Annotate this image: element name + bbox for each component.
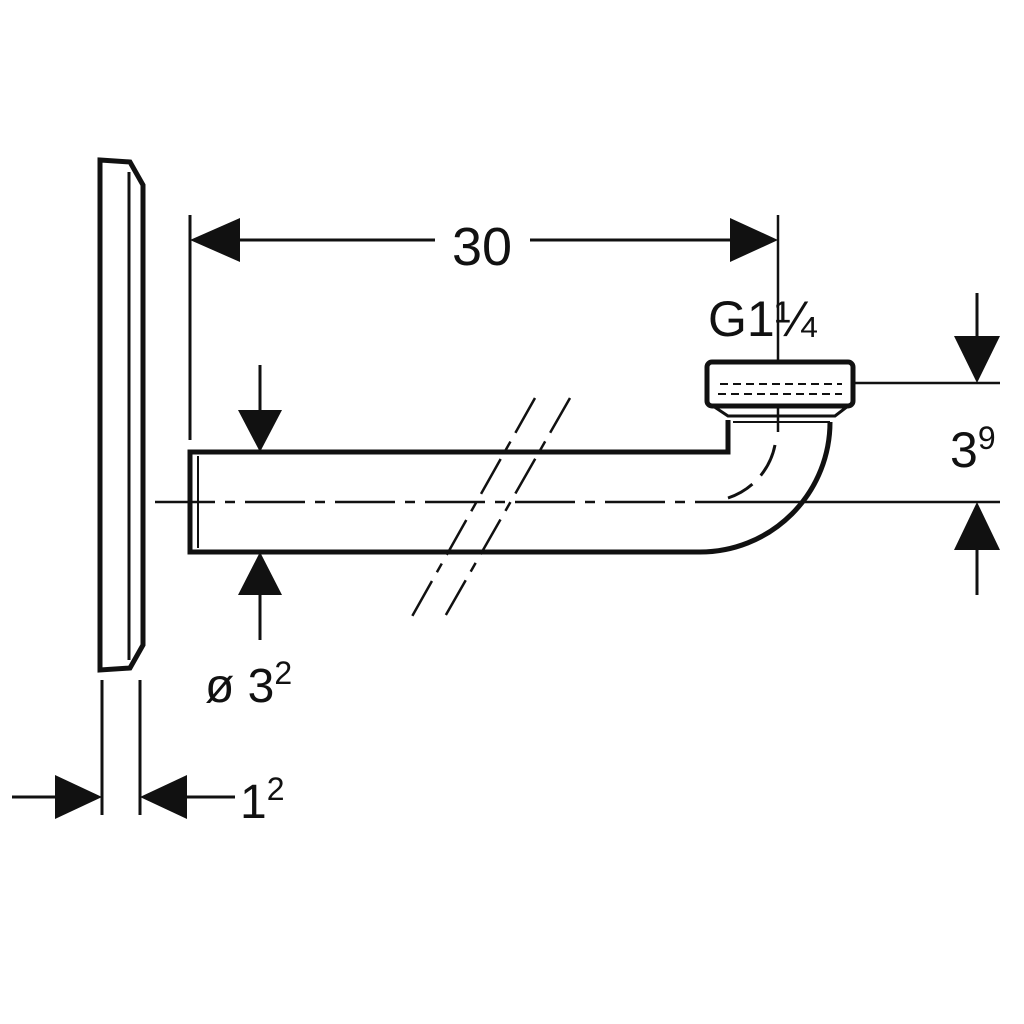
arrowhead-left-icon: [190, 218, 240, 262]
height-sup: 9: [978, 420, 996, 456]
diameter-base: ø 3: [205, 660, 274, 713]
arrowhead-right-icon: [730, 218, 778, 262]
height-base: 3: [950, 422, 978, 478]
height-dimension-label: 39: [950, 420, 996, 478]
bend-inner-hidden-line: [727, 444, 777, 500]
break-line-1: [408, 397, 537, 621]
diameter-dimension-label: ø 32: [205, 655, 292, 713]
pipe-body: [187, 420, 833, 555]
rosette-plate: [97, 157, 146, 673]
diameter-sup: 2: [274, 655, 292, 691]
thickness-base: 1: [240, 776, 267, 829]
arrowhead-down-icon: [954, 336, 1000, 383]
arrowhead-up-icon: [238, 552, 282, 595]
arrowhead-up-icon: [954, 502, 1000, 550]
thickness-dimension-label: 12: [240, 771, 285, 829]
nut-collar: [712, 404, 849, 418]
length-dimension-label: 30: [452, 217, 512, 277]
arrowhead-left-icon: [140, 775, 187, 819]
thread-size-label: G1¼: [708, 291, 818, 347]
arrowhead-right-icon: [55, 775, 102, 819]
thickness-sup: 2: [267, 771, 285, 807]
arrowhead-down-icon: [238, 410, 282, 452]
break-line-2: [441, 397, 572, 621]
